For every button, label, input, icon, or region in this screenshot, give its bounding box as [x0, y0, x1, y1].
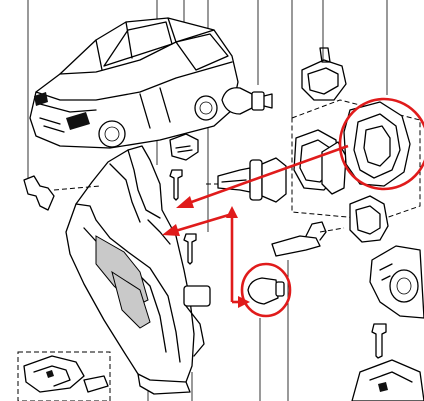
cover-group [291, 99, 421, 221]
car-illustration [29, 17, 239, 149]
lower-cap [349, 195, 389, 243]
main-bulb [206, 157, 287, 203]
mount-bracket [351, 359, 424, 401]
bracket-part [23, 175, 101, 211]
headlamp-front-view [369, 245, 424, 319]
bottom-left-part [17, 351, 111, 401]
red-arrows [162, 144, 349, 308]
fixing-screws [169, 169, 387, 359]
wire-connector [271, 221, 345, 257]
side-bulb [221, 87, 273, 115]
clip-part [169, 133, 199, 161]
highlighted-bulb [240, 262, 292, 318]
headlamp-housing [65, 145, 211, 395]
highlighted-cap [338, 97, 424, 191]
highlight-circle-bulb [240, 262, 292, 318]
bulb-socket [301, 47, 347, 101]
highlight-circle-cap [338, 97, 424, 191]
